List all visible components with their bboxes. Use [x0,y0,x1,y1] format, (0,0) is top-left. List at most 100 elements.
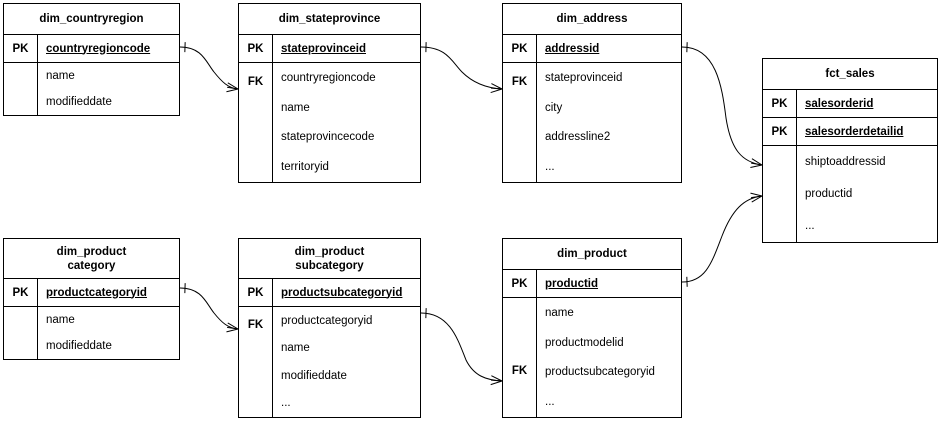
relationship-line [179,287,239,330]
crowsfoot-prong-1 [227,82,239,90]
entity-title: fct_sales [763,59,937,90]
key-badge [503,155,536,182]
attribute-name: ... [281,397,291,410]
key-badge [503,390,536,417]
key-badge: PK [503,35,537,62]
key-badge [239,368,272,393]
attribute-name: stateprovinceid [281,42,366,55]
relationship-rel-productcategory-productsubcategory [179,283,239,333]
entity-title: dim_product subcategory [239,239,420,279]
attribute-name: productid [805,188,853,200]
relationship-rel-countryregion-stateprovince [179,42,239,93]
attribute-name: addressline2 [545,131,611,144]
crowsfoot-prong-2 [227,326,239,330]
key-badge [239,344,272,369]
attribute-name: stateprovinceid [545,71,623,84]
key-column [4,63,38,115]
key-badge: PK [4,35,38,62]
pk-row[interactable]: PK stateprovinceid [239,35,420,63]
key-badge: PK [503,270,537,297]
key-column: FK [239,63,273,182]
attribute-body: shiptoaddressid productid... [763,146,937,242]
entity-title: dim_address [503,4,681,35]
attribute-name: modifieddate [46,340,112,352]
entity-title: dim_product [503,239,681,270]
crowsfoot-prong-2 [490,379,503,382]
crowsfoot-prong-0 [226,88,239,93]
attribute-name: name [281,342,310,355]
crowsfoot-prong-0 [490,88,503,94]
key-badge [239,129,272,156]
key-badge: FK [511,76,528,89]
relationship-line [179,46,239,90]
key-badge [503,102,536,129]
pk-row[interactable]: PK countryregioncode [4,35,179,63]
crowsfoot-prong-0 [490,380,503,386]
key-badge: FK [511,364,528,377]
attribute-name: territoryid [281,161,329,174]
crowsfoot-prong-1 [491,375,503,382]
attribute-name: name [46,70,75,82]
key-column: FK [503,63,537,182]
key-badge [503,325,536,352]
attribute-name: addressid [545,42,600,55]
attribute-name: countryregioncode [281,71,376,84]
crowsfoot-prong-1 [491,83,503,90]
key-badge: PK [763,90,797,117]
crowsfoot-prong-2 [490,87,503,90]
attribute-name: shiptoaddressid [805,156,886,168]
key-badge [239,102,272,129]
key-column [4,307,38,359]
relationship-line [420,46,503,90]
attribute-name: productsubcategoryid [281,286,403,299]
key-badge: PK [763,118,797,145]
pk-row[interactable]: PK addressid [503,35,681,63]
relationship-line [681,46,763,166]
attribute-body: name modifieddate [4,307,179,359]
relationship-rel-productsubcategory-product [420,308,503,386]
key-badge [763,178,796,210]
key-column: FK [239,307,273,417]
crowsfoot-prong-0 [750,164,763,168]
attribute-name: productmodelid [545,336,624,349]
key-badge [4,89,37,115]
key-badge [503,129,536,156]
crowsfoot-prong-1 [750,192,763,197]
attribute-name: name [46,314,75,326]
pk-row[interactable]: PK productsubcategoryid [239,279,420,307]
attribute-name: productcategoryid [46,286,147,299]
attribute-name: salesorderdetailid [805,125,904,138]
attribute-name: ... [805,220,815,232]
key-badge: PK [239,279,273,306]
key-badge [239,393,272,418]
key-badge [4,63,37,89]
attribute-name: countryregioncode [46,42,151,55]
pk-row[interactable]: PK salesorderdetailid [763,118,937,146]
relationship-rel-address-sales [681,42,763,168]
crowsfoot-prong-1 [227,322,239,330]
attribute-column: shiptoaddressid productid... [797,146,937,242]
crowsfoot-prong-2 [227,86,239,90]
crowsfoot-prong-2 [751,162,763,166]
attribute-name: productcategoryid [281,314,373,327]
key-badge: PK [239,35,273,62]
attribute-column: name modifieddate [38,307,179,359]
